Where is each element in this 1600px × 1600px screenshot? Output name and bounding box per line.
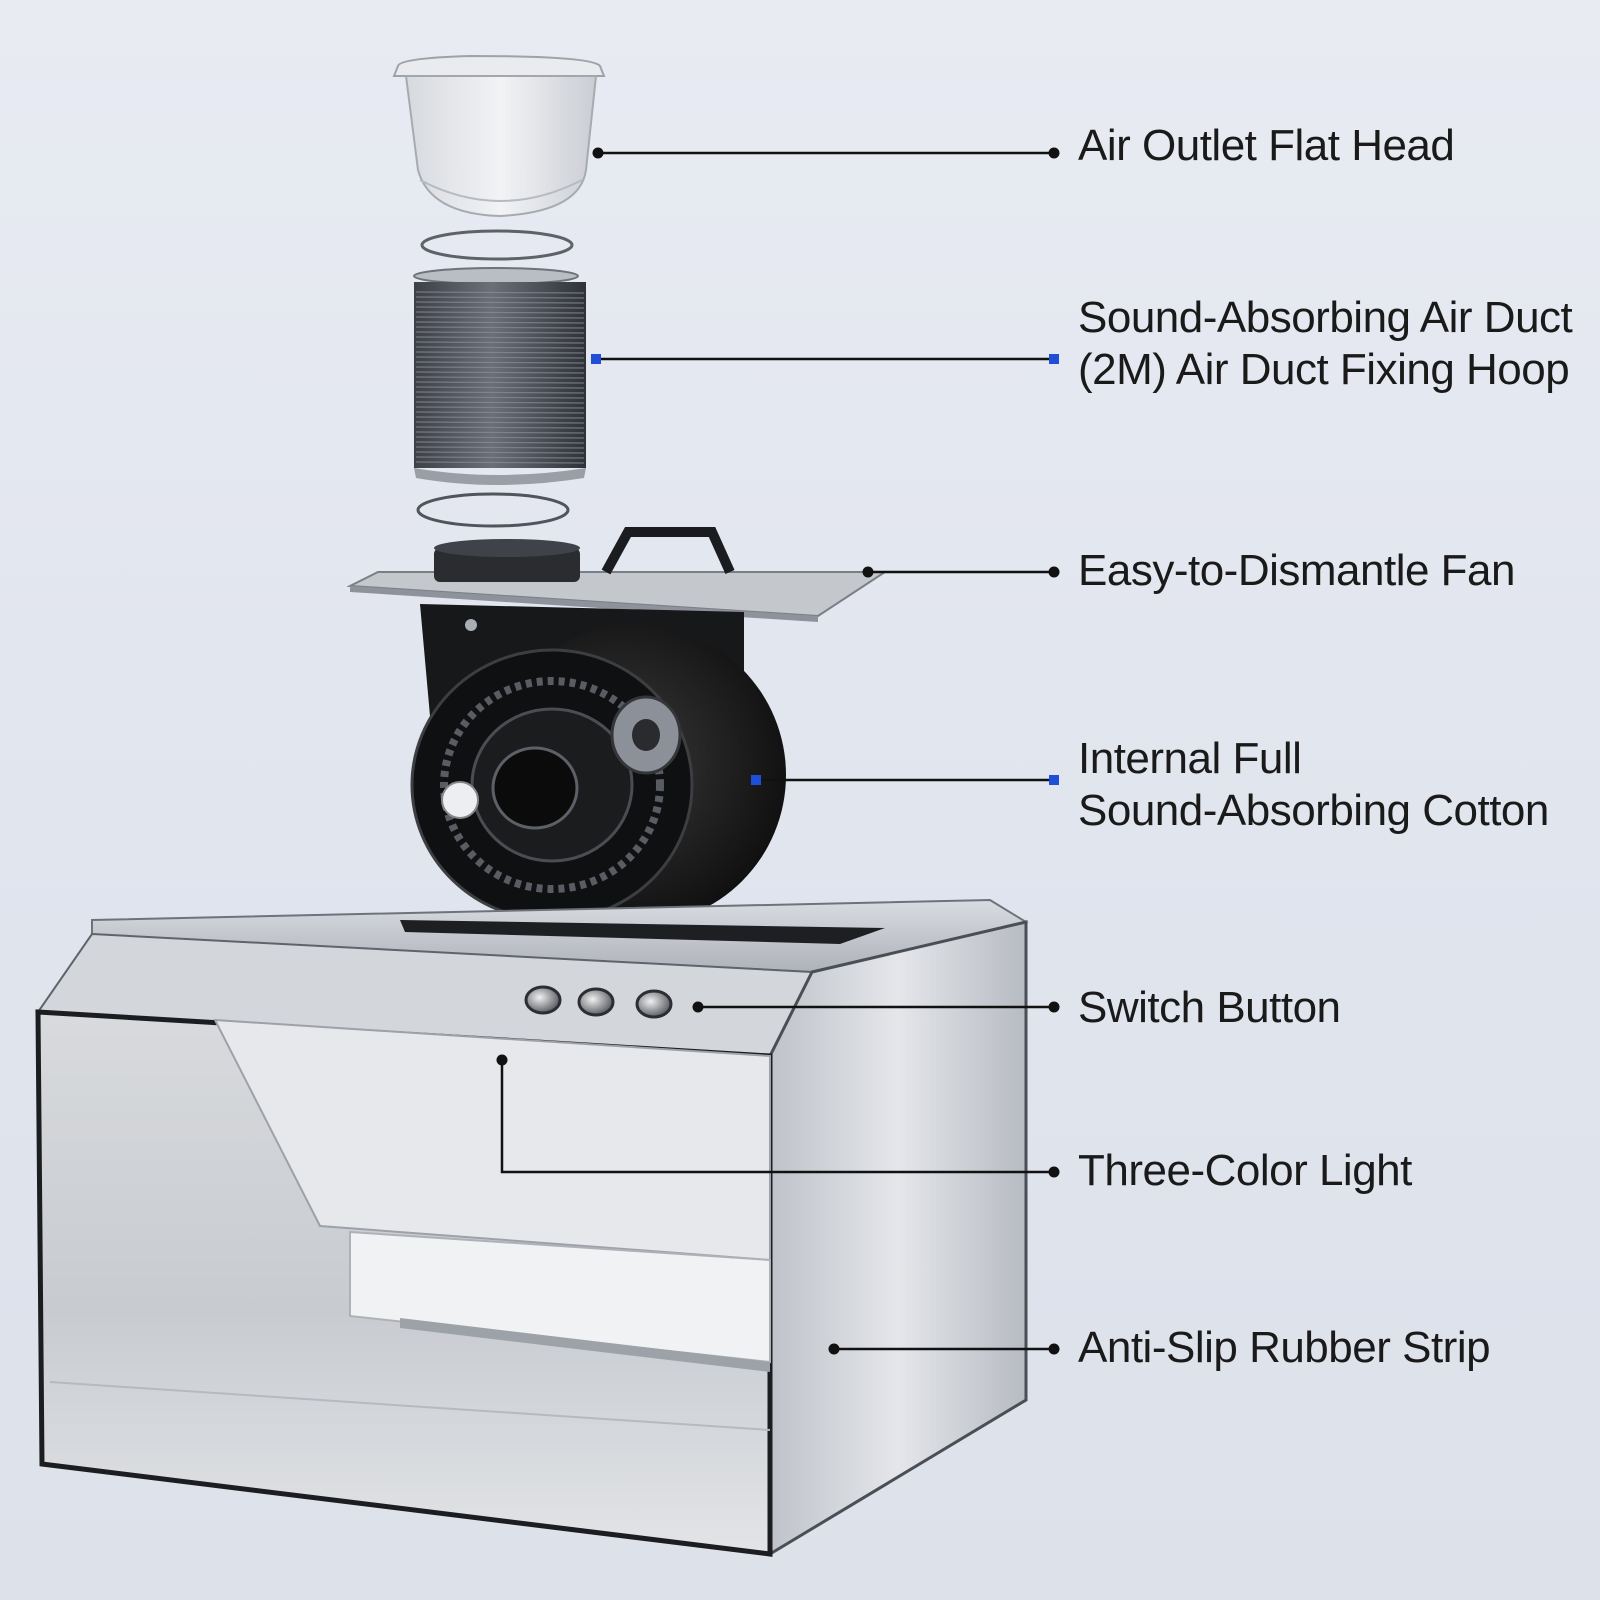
leader-dot-fan-end: [1048, 566, 1060, 578]
callout-text-light-1: Three-Color Light: [1078, 1146, 1412, 1195]
duct-rib: [415, 401, 585, 404]
duct-rib: [415, 381, 585, 384]
leader-dot-switch-end: [1048, 1001, 1060, 1013]
duct-rib: [415, 321, 585, 324]
callout-text-fan-1: Easy-to-Dismantle Fan: [1078, 546, 1515, 595]
leader-dot-switch-start: [692, 1001, 704, 1013]
duct-rib: [415, 301, 585, 304]
switch-buttons: [524, 985, 673, 1019]
callout-label-rubber: Anti-Slip Rubber Strip: [1078, 1322, 1491, 1374]
duct-rib: [415, 376, 585, 379]
callout-text-switch-1: Switch Button: [1078, 983, 1341, 1032]
blower-fan: [410, 604, 786, 925]
leader-dot-outlet-start: [592, 147, 604, 159]
duct-rib: [415, 351, 585, 354]
duct-rib: [415, 441, 585, 444]
callout-leaders: [496, 147, 1060, 1355]
duct-rib: [415, 446, 585, 449]
duct-rib: [415, 331, 585, 334]
leader-dot-cotton-end: [1049, 775, 1059, 785]
duct-rib: [415, 451, 585, 454]
leader-dot-outlet-end: [1048, 147, 1060, 159]
leader-dot-rubber-start: [828, 1343, 840, 1355]
duct-rib: [415, 411, 585, 414]
callout-text-cotton-1: Internal Full: [1078, 734, 1302, 783]
duct-rib: [415, 341, 585, 344]
sound-absorbing-air-duct: [413, 267, 586, 528]
duct-rib: [415, 296, 585, 299]
duct-rib: [415, 456, 585, 459]
switch-button-3[interactable]: [635, 989, 673, 1019]
duct-rib: [415, 371, 585, 374]
duct-rib: [415, 406, 585, 409]
duct-rib: [415, 416, 585, 419]
callout-text-rubber-1: Anti-Slip Rubber Strip: [1078, 1323, 1491, 1372]
duct-rib: [415, 361, 585, 364]
air-outlet-flat-head: [392, 54, 606, 261]
duct-rib: [415, 316, 585, 319]
switch-button-1[interactable]: [524, 985, 562, 1015]
duct-rib: [415, 391, 585, 394]
callout-label-switch: Switch Button: [1078, 982, 1341, 1034]
duct-rib: [415, 431, 585, 434]
leader-dot-fan-start: [862, 566, 874, 578]
stainless-hood-body: [35, 898, 1029, 1557]
duct-rib: [415, 311, 585, 314]
duct-rib: [415, 336, 585, 339]
leader-dot-light-end: [1048, 1166, 1060, 1178]
duct-rib: [415, 356, 585, 359]
duct-rib: [415, 421, 585, 424]
callout-text-outlet-1: Air Outlet Flat Head: [1078, 121, 1455, 170]
duct-rib: [415, 306, 585, 309]
callout-label-fan: Easy-to-Dismantle Fan: [1078, 545, 1515, 597]
duct-rib: [415, 396, 585, 399]
callout-text-cotton-2: Sound-Absorbing Cotton: [1078, 786, 1549, 835]
duct-rib: [415, 436, 585, 439]
duct-rib: [415, 366, 585, 369]
duct-rib: [415, 326, 585, 329]
leader-dot-rubber-end: [1048, 1343, 1060, 1355]
callout-label-light: Three-Color Light: [1078, 1145, 1412, 1197]
duct-rib: [415, 291, 585, 294]
callout-text-duct-2: (2M) Air Duct Fixing Hoop: [1078, 345, 1570, 394]
duct-rib: [415, 426, 585, 429]
leader-dot-duct-end: [1049, 354, 1059, 364]
callout-text-duct-1: Sound-Absorbing Air Duct: [1078, 293, 1573, 342]
leader-dot-cotton-start: [751, 775, 761, 785]
leader-dot-light-start: [496, 1054, 508, 1066]
duct-rib: [415, 386, 585, 389]
duct-rib: [415, 461, 585, 464]
duct-rib: [415, 346, 585, 349]
leader-line-light: [500, 1060, 1054, 1174]
leader-dot-duct-start: [591, 354, 601, 364]
switch-button-2[interactable]: [577, 987, 615, 1017]
callout-label-outlet: Air Outlet Flat Head: [1078, 120, 1455, 172]
callout-label-duct: Sound-Absorbing Air Duct(2M) Air Duct Fi…: [1078, 292, 1573, 396]
